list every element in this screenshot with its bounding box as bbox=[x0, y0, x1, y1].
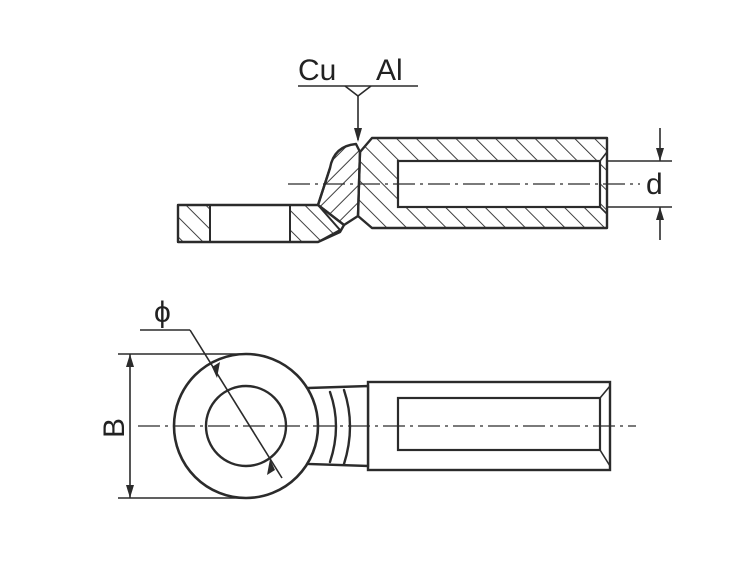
label-cu: Cu bbox=[298, 54, 336, 87]
plan-view: ϕ B bbox=[98, 296, 636, 500]
material-leader bbox=[298, 85, 418, 142]
dimension-b bbox=[118, 353, 246, 499]
label-b: B bbox=[98, 418, 131, 438]
label-al: Al bbox=[376, 54, 403, 87]
label-d: d bbox=[646, 168, 663, 201]
dimension-d bbox=[607, 128, 672, 240]
side-section-view: Cu Al d bbox=[176, 54, 672, 244]
label-phi: ϕ bbox=[154, 296, 171, 329]
plan-barrel-bore bbox=[396, 396, 602, 452]
